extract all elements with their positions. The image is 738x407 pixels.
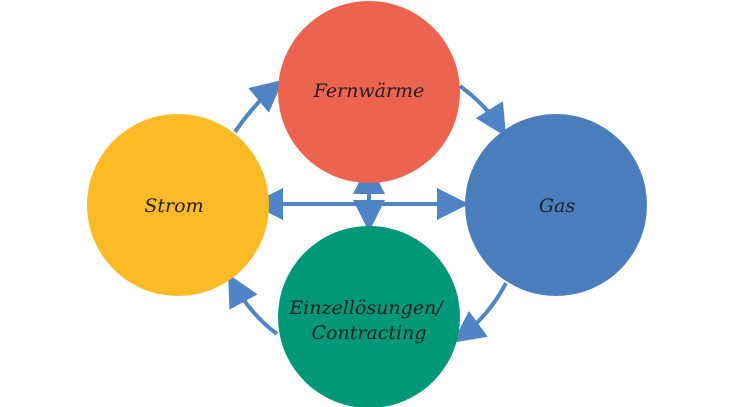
arrow-fernwaerme-to-gas — [458, 84, 507, 137]
node-fernwaerme: Fernwärme — [278, 1, 460, 183]
circle-einzellosungen-contracting — [278, 226, 460, 407]
node-gas: Gas — [465, 114, 647, 296]
label-gas: Gas — [539, 195, 576, 217]
label-fernwaerme-line-1: Fernwärme — [313, 80, 425, 102]
label-strom: Strom — [144, 195, 203, 217]
arrow-strom-to-fernwaerme — [233, 79, 284, 134]
circle-fernwaerme — [278, 1, 460, 183]
circle-gas — [465, 114, 647, 296]
arrow-gas-to-einzellosungen — [452, 282, 508, 343]
node-einzellosungen-contracting: Einzellösungen/ Contracting — [278, 226, 460, 407]
label-fernwaerme: Fernwärme — [313, 80, 425, 102]
circle-strom — [87, 114, 269, 296]
node-strom: Strom — [87, 114, 269, 296]
label-contracting-line-2: Contracting — [311, 322, 426, 344]
label-einzellosungen-contracting: Einzellösungen/ Contracting — [288, 297, 448, 344]
arrow-einzellosungen-to-strom — [228, 273, 279, 336]
label-einzellosungen-line-1: Einzellösungen/ — [288, 297, 444, 319]
arrows-layer — [228, 79, 508, 343]
label-strom-line-1: Strom — [144, 195, 203, 217]
label-gas-line-1: Gas — [539, 195, 576, 217]
